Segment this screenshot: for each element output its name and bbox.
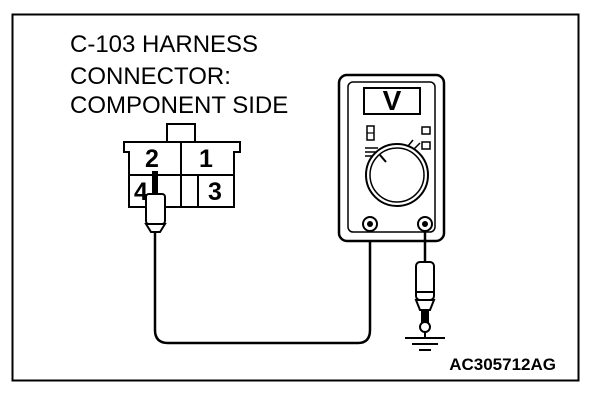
multimeter: V [337, 73, 446, 243]
selector-dial-inner [369, 147, 425, 203]
meter-lead-wire [153, 227, 372, 345]
probe-body [145, 193, 166, 225]
connector-title-line-3: COMPONENT SIDE [70, 92, 288, 119]
connector-title-line-1: C-103 HARNESS [70, 31, 258, 58]
connector-title-line-2: CONNECTOR: [70, 63, 231, 90]
pin-1-label: 1 [199, 145, 213, 173]
selector-dial-pointer [379, 154, 387, 163]
meter-display-reading: V [383, 85, 402, 116]
meter-display [363, 87, 421, 115]
pin-3-label: 3 [208, 178, 222, 206]
connector-lock-tab [166, 123, 196, 143]
meter-button-bottom [421, 141, 431, 150]
pin-3-terminal [197, 174, 235, 208]
connector-probe [144, 171, 167, 233]
ground-probe [414, 261, 436, 333]
pin-4-label: 4 [134, 178, 148, 206]
meter-button-top [421, 126, 431, 135]
probe-pin-icon [152, 171, 158, 195]
pin-2-label: 2 [145, 145, 159, 173]
ground-icon [405, 332, 445, 351]
diagram-frame [11, 13, 580, 382]
figure-code: AC305712AG [449, 355, 556, 374]
